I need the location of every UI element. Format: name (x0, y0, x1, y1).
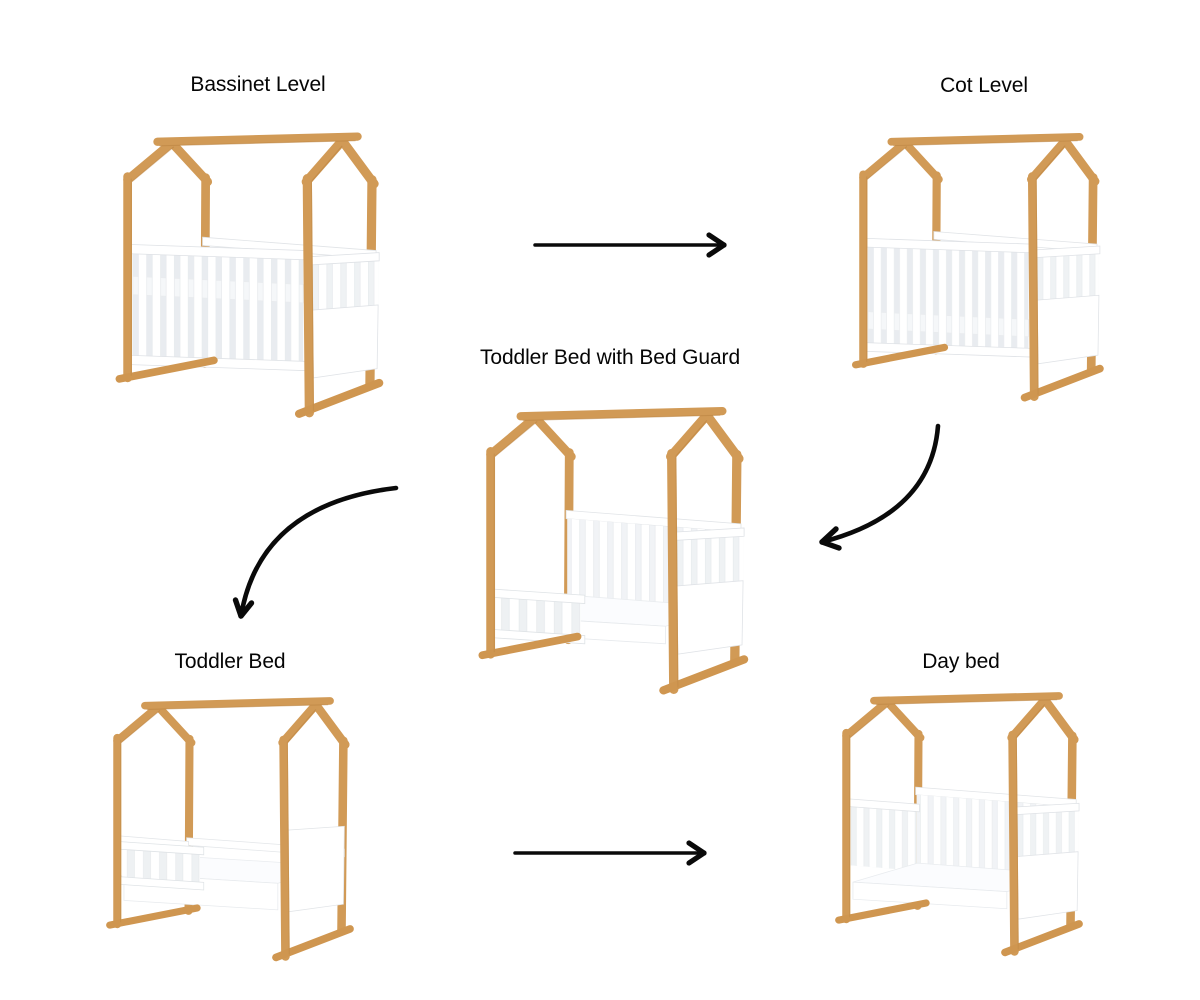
bed-guard (117, 841, 205, 891)
toddler-bed-box (117, 825, 345, 913)
bassinet-crib-box (127, 236, 380, 379)
toddler-guard-bed-box (491, 509, 745, 655)
day-bed-box (843, 786, 1080, 920)
stage-label-cot-level: Cot Level (940, 74, 1028, 97)
arrow-toddler-guard-to-toddler (232, 485, 399, 619)
stage-label-toddler-bed-with-bed-guard: Toddler Bed with Bed Guard (479, 346, 741, 369)
arrow-cot-to-toddler-guard (819, 423, 941, 551)
toddler-bed-illustration (99, 680, 375, 965)
arrow-toddler-to-daybed (513, 840, 707, 866)
stage-label-day-bed: Day bed (922, 650, 1000, 673)
stage-label-bassinet-level: Bassinet Level (190, 73, 326, 96)
toddler-bed-with-bed-guard-illustration (471, 388, 771, 699)
day-bed-illustration (828, 675, 1104, 960)
arrow-bassinet-to-cot (533, 232, 727, 258)
bassinet-level-illustration (108, 114, 406, 422)
cot-level-illustration (845, 113, 1125, 408)
stage-label-toddler-bed: Toddler Bed (174, 650, 286, 673)
cot-crib-box (862, 231, 1101, 365)
